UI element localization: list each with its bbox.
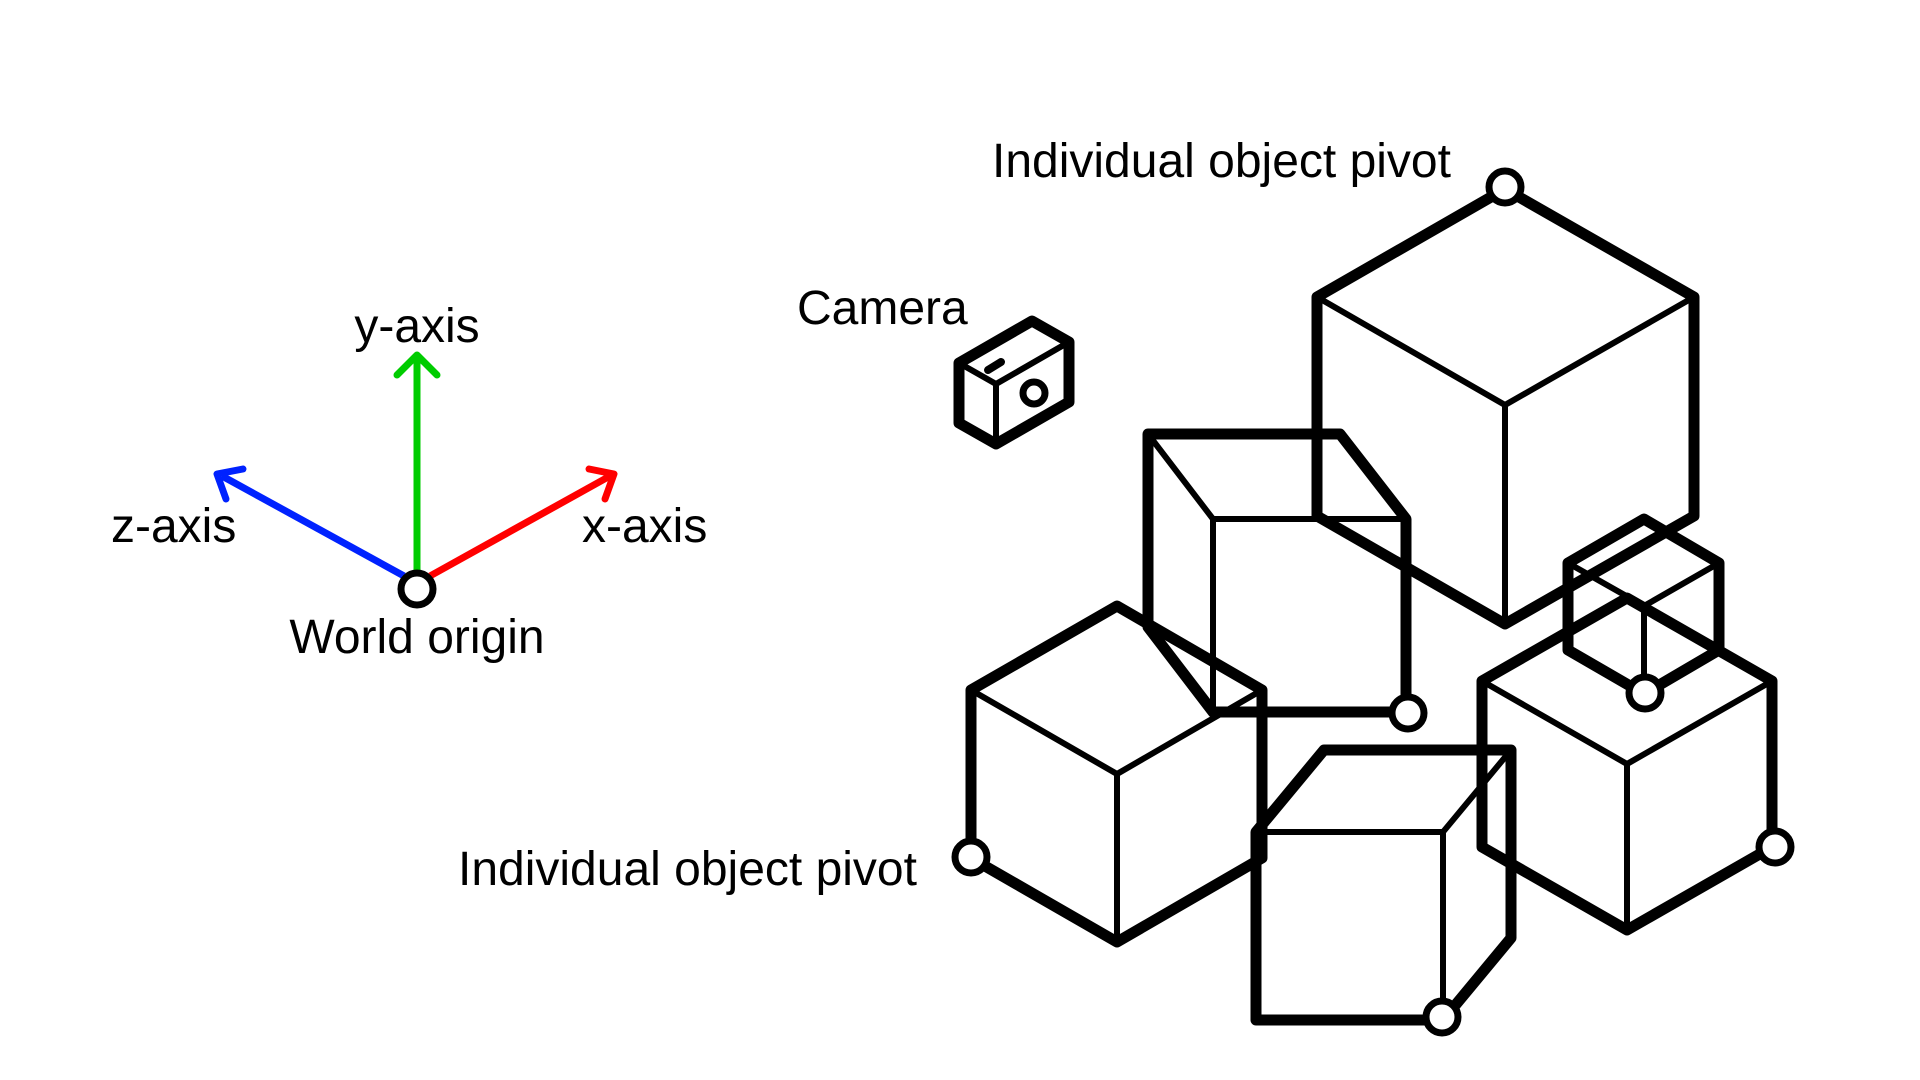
pivot-circle-icon (1755, 827, 1795, 867)
x-axis-arrow (428, 465, 618, 580)
pivot-circle-icon (951, 837, 991, 877)
pivot-circle-icon (1422, 997, 1462, 1037)
camera-icon (953, 315, 1075, 450)
z-axis-label: z-axis (111, 500, 236, 553)
pivot-circle-icon (1388, 693, 1428, 733)
world-origin-label: World origin (289, 611, 544, 664)
pivot-circle-icon (1625, 673, 1665, 713)
camera-label: Camera (797, 282, 968, 335)
world-axes (213, 351, 618, 609)
pivot-label-top: Individual object pivot (992, 135, 1451, 188)
left-cube (965, 600, 1268, 948)
right-cube (1476, 592, 1778, 936)
world-origin-pivot (397, 569, 437, 609)
x-axis-label: x-axis (582, 500, 707, 553)
front-box (1250, 744, 1517, 1026)
large-cube (1311, 183, 1700, 630)
z-axis-arrow (213, 465, 406, 580)
y-axis-label: y-axis (354, 300, 479, 353)
pivot-circle-icon (1485, 167, 1525, 207)
middle-box (1142, 428, 1412, 718)
y-axis-arrow (393, 351, 441, 578)
pivot-label-left: Individual object pivot (458, 843, 917, 896)
